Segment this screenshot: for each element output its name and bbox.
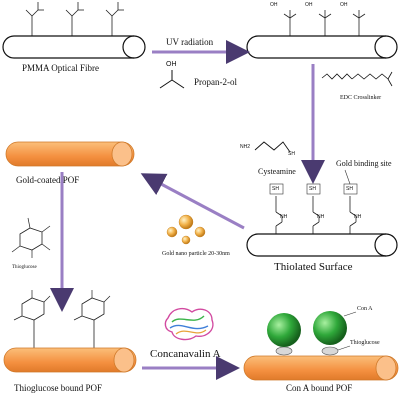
thiolated-surface-label: Thiolated Surface [274,261,353,273]
ester-group-2 [65,2,84,36]
concanavalin-a-protein [164,307,214,341]
thiol-sh-label-3: SH [346,186,353,192]
pmma-fibre-label: PMMA Optical Fibre [22,63,100,73]
cysteamine-structure [254,141,291,153]
thioglucose-bound-pof-group [3,290,137,373]
pmma-fibre-body [2,35,146,59]
propan-2-ol-label: Propan-2-ol [194,77,237,87]
gold-coating-arrow [140,173,245,230]
acid-oh-label-1: OH [270,2,278,8]
thiol-linker-1 [269,183,284,234]
thiolated-surface-group [246,169,398,257]
cysteamine-label: Cysteamine [258,167,296,176]
bound-glucose-2 [73,290,111,348]
concanavalin-a-label: Concanavalin A [150,348,221,360]
acid-group-3 [352,10,366,36]
acid-group-2 [318,10,332,36]
uv-treated-fibre-group [246,10,398,59]
con-a-label: Con A [357,306,373,312]
oh-group-label: OH [166,61,177,68]
thioglucose-reagent-label: Thioglucose [12,265,37,270]
gold-nanoparticles [166,214,206,245]
ester-group-3 [105,2,124,36]
thiol-sh-label-2: SH [309,186,316,192]
thiol-nh-label-1: NH [280,214,288,220]
thioglucose-bound-pof-label: Thioglucose bound POF [14,383,103,393]
thioglucose-small-label: Thioglucose [350,340,380,346]
acid-oh-label-3: OH [340,2,348,8]
con-a-sphere-1 [267,313,301,347]
propan-2-ol-structure [159,70,185,89]
gold-coated-pof-group [5,141,135,167]
con-a-sphere-2 [313,311,347,345]
gold-nanoparticle-label: Gold nano particle 20-30nm [162,251,230,257]
cysteamine-sh-label: SH [288,151,295,157]
thioglucose-reagent-structure [11,217,51,258]
uv-radiation-label: UV radiation [166,37,214,47]
con-a-bound-pof-group [243,311,399,381]
gold-coated-pof-label: Gold-coated POF [16,175,80,185]
edc-crosslinker-label: EDC Crosslinker [340,95,382,101]
thiol-linker-2 [306,183,321,234]
gold-binding-site-label: Gold binding site [336,159,392,168]
bound-glucose-1 [13,290,51,348]
thiol-sh-label-1: SH [272,186,279,192]
pmma-fibre-group [2,2,146,59]
thiol-nh-label-2: NH [317,214,325,220]
thiol-linker-3 [343,183,358,234]
ester-group-1 [25,2,44,36]
acid-oh-label-2: OH [305,2,313,8]
thioglucose-pad-2 [321,346,339,356]
thiol-nh-label-3: NH [354,214,362,220]
acid-group-1 [283,10,297,36]
edc-crosslinker-structure [321,71,393,87]
thioglucose-pad-1 [275,346,293,356]
cysteamine-nh2-label: NH2 [240,144,251,150]
con-a-bound-pof-label: Con A bound POF [286,383,353,393]
